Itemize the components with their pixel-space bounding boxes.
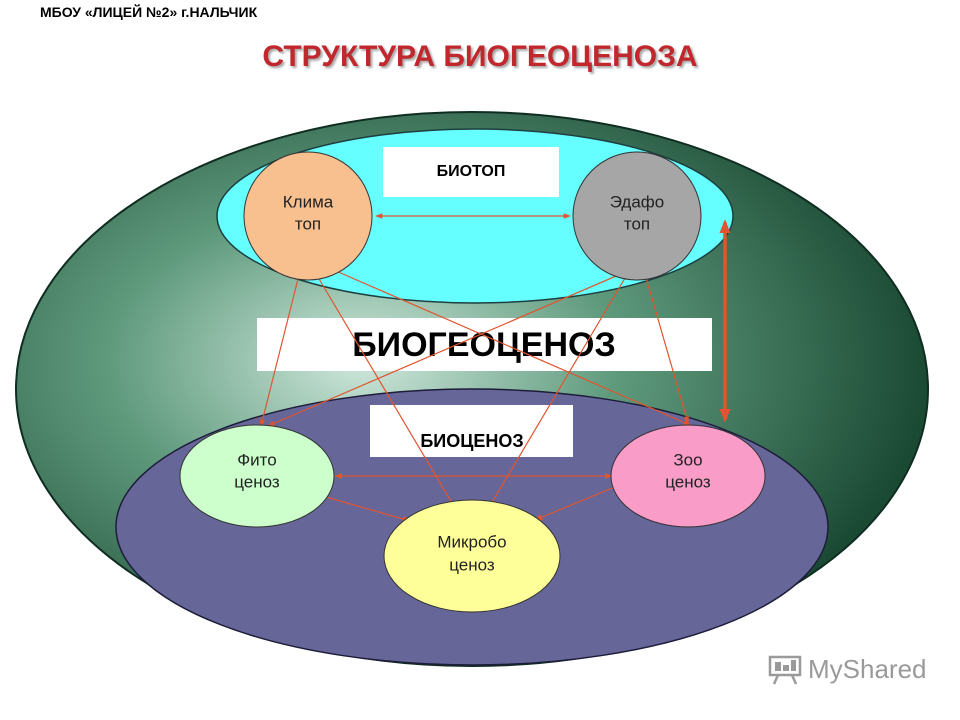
mikrobocenoz-ellipse xyxy=(383,499,561,613)
node-edafotop: Эдафо топ xyxy=(572,151,702,281)
biotop-label-box xyxy=(383,147,559,197)
klimatop-label-line1: Клима xyxy=(283,192,334,211)
myshared-watermark: MyShared xyxy=(768,654,927,685)
edafotop-label-line1: Эдафо xyxy=(610,192,664,211)
klimatop-label-line2: топ xyxy=(295,214,321,233)
node-fitocenoz: Фито ценоз xyxy=(179,424,335,528)
zoocenoz-ellipse xyxy=(610,424,766,528)
mikrobocenoz-label-line2: ценоз xyxy=(449,555,495,574)
arrow-edafotop-zoocenoz xyxy=(642,266,689,424)
edafotop-circle xyxy=(572,151,702,281)
mikrobocenoz-label-line1: Микробо xyxy=(437,532,506,551)
klimatop-circle xyxy=(243,151,373,281)
zoocenoz-label-line1: Зоо xyxy=(673,450,702,469)
watermark-text: MyShared xyxy=(808,654,927,684)
school-name: МБОУ «ЛИЦЕЙ №2» г.НАЛЬЧИК xyxy=(40,4,258,20)
biotop-label: БИОТОП xyxy=(437,163,506,180)
edafotop-label-line2: топ xyxy=(624,214,650,233)
biogeocenosis-label: БИОГЕОЦЕНОЗ xyxy=(352,326,616,364)
zoocenoz-label-line2: ценоз xyxy=(665,472,711,491)
relation-arrows xyxy=(259,213,691,527)
presentation-board-icon xyxy=(768,655,802,685)
fitocenoz-label-line2: ценоз xyxy=(234,472,280,491)
arrow-edafotop-mikrobocenoz xyxy=(477,267,632,527)
fitocenoz-label-line1: Фито xyxy=(237,450,276,469)
node-klimatop: Клима топ xyxy=(243,151,373,281)
node-mikrobocenoz: Микробо ценоз xyxy=(383,499,561,613)
fitocenoz-ellipse xyxy=(179,424,335,528)
arrow-zoocenoz-mikrobocenoz xyxy=(534,483,623,521)
arrow-fitocenoz-mikrobocenoz xyxy=(318,493,411,523)
page-title: СТРУКТУРА БИОГЕОЦЕНОЗА xyxy=(262,40,698,73)
biocenoz-label: БИОЦЕНОЗ xyxy=(420,431,523,451)
node-zoocenoz: Зоо ценоз xyxy=(610,424,766,528)
